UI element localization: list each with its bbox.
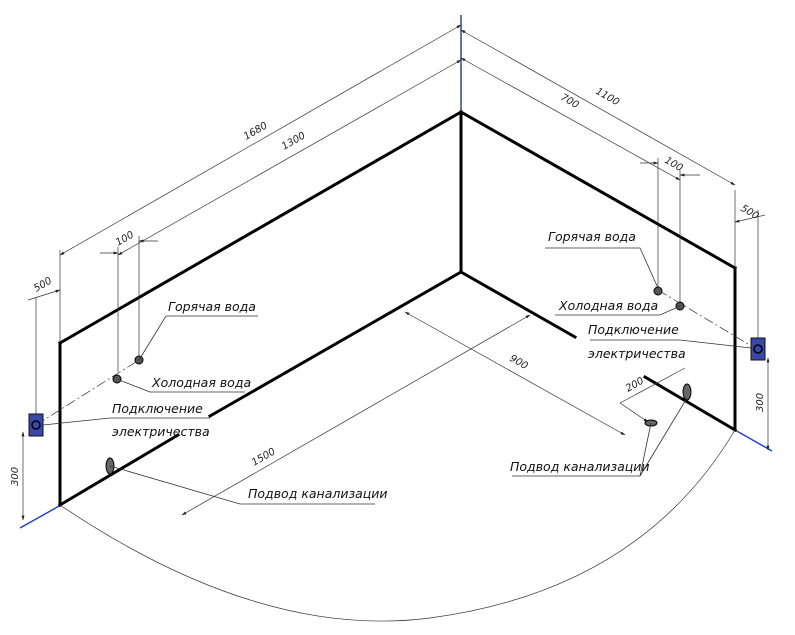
electrical-socket-icon <box>28 413 44 437</box>
leader-lines <box>42 247 752 505</box>
label-right-drain: Подвод канализации <box>510 459 650 474</box>
label-right-electric-2: электричества <box>588 346 686 361</box>
dim-1500: 1500 <box>250 446 278 468</box>
dimension-lines-right-wall <box>460 29 770 451</box>
dim-1680: 1680 <box>242 120 270 142</box>
dim-500-right: 500 <box>739 203 761 222</box>
label-right-electric-1: Подключение <box>588 322 679 337</box>
dim-700: 700 <box>559 92 581 111</box>
right-fittings <box>644 286 766 427</box>
dim-1100: 1100 <box>594 86 622 108</box>
center-lines <box>35 289 759 426</box>
bath-contour-arc <box>59 429 736 622</box>
pipe-outlet-icon <box>653 286 663 296</box>
dim-200: 200 <box>624 376 646 395</box>
dim-900: 900 <box>508 353 530 372</box>
label-left-hot-water: Горячая вода <box>168 299 256 314</box>
label-left-drain: Подвод канализации <box>248 486 388 501</box>
dimension-lines-floor <box>181 311 686 516</box>
coordinate-axes <box>19 15 773 529</box>
dim-100-right: 100 <box>663 155 685 174</box>
label-left-electric-1: Подключение <box>112 401 203 416</box>
label-right-hot-water: Горячая вода <box>548 229 636 244</box>
dim-300-right: 300 <box>755 393 766 412</box>
label-left-cold-water: Холодная вода <box>151 375 251 390</box>
dim-300-left: 300 <box>10 467 21 486</box>
dimension-lines-left-wall <box>21 20 462 521</box>
drain-outlet-icon <box>682 383 692 401</box>
dim-500-left: 500 <box>32 276 54 295</box>
callout-labels: Горячая вода Холодная вода Подключение э… <box>112 229 686 501</box>
label-left-electric-2: электричества <box>112 424 210 439</box>
electrical-socket-icon <box>750 337 766 361</box>
pipe-outlet-icon <box>112 374 122 384</box>
dim-100-left: 100 <box>114 230 136 249</box>
label-right-cold-water: Холодная вода <box>558 298 658 313</box>
